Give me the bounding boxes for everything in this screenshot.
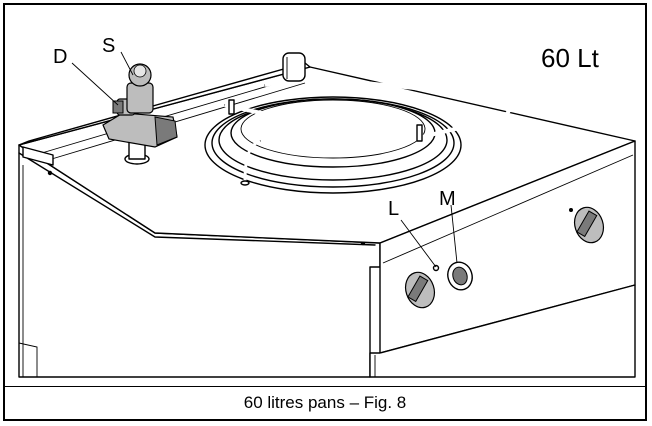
callout-lines — [71, 51, 458, 268]
gauge-m — [447, 261, 473, 291]
callout-d: D — [53, 46, 67, 68]
lid-handle — [224, 52, 517, 143]
left-knob — [404, 271, 436, 309]
water-pipe — [240, 139, 261, 186]
valve-assembly — [102, 63, 178, 165]
control-panel — [369, 140, 636, 378]
pan-lid — [204, 96, 462, 194]
right-knob — [569, 206, 605, 244]
indicator-light-l — [432, 264, 440, 272]
figure-frame: D S L M 60 Lt 60 litres pans – Fig. 8 — [3, 3, 647, 421]
callout-l: L — [388, 198, 399, 220]
capacity-label: 60 Lt — [541, 43, 600, 73]
rivet — [47, 170, 53, 176]
pan-technical-drawing: D S L M 60 Lt — [18, 35, 636, 378]
callout-m: M — [439, 188, 456, 210]
figure-caption: 60 litres pans – Fig. 8 — [5, 386, 645, 419]
callout-s: S — [102, 35, 115, 57]
